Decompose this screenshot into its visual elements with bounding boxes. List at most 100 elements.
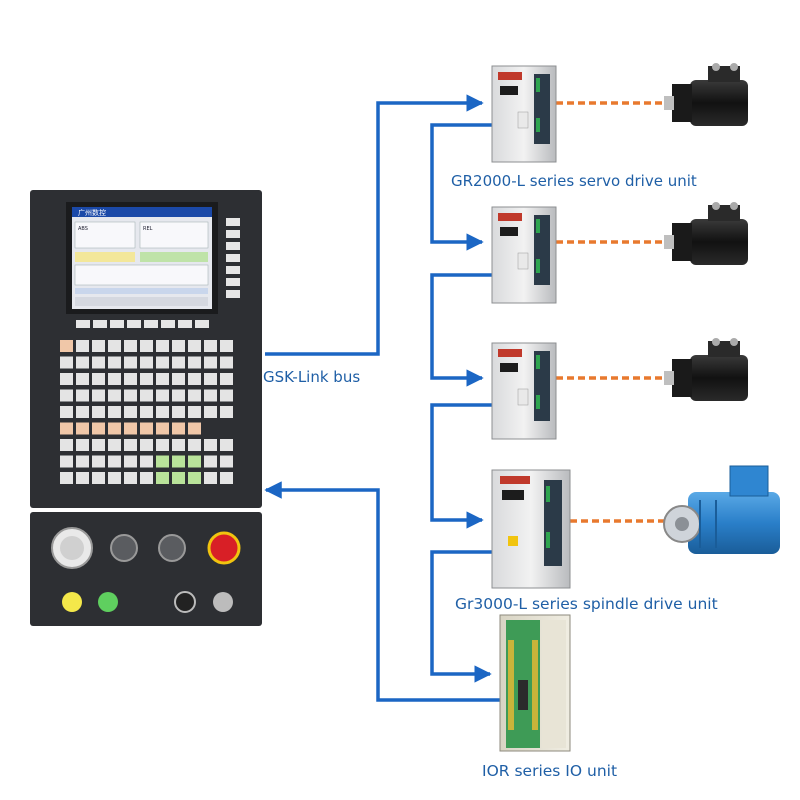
- keypad-key: [124, 373, 137, 385]
- spindle-override-knob: [158, 534, 186, 562]
- gsk-link-bus: [264, 94, 500, 702]
- keypad-key: [172, 356, 185, 369]
- keypad-key: [60, 356, 73, 369]
- keypad-key: [92, 455, 105, 468]
- keypad-key: [204, 356, 217, 369]
- keypad-key: [156, 406, 169, 418]
- keypad-key: [220, 439, 233, 451]
- power-button: [213, 592, 233, 612]
- spindle-drive-label: Gr3000-L series spindle drive unit: [455, 595, 718, 613]
- keypad-key: [188, 373, 201, 385]
- keypad-key: [60, 439, 73, 451]
- keypad-key: [76, 340, 89, 352]
- keypad-key: [108, 406, 121, 418]
- keypad-key: [220, 389, 233, 402]
- keypad-key: [156, 389, 169, 402]
- feed-override-knob: [110, 534, 138, 562]
- keypad-key: [108, 422, 121, 435]
- bus-line-out: [265, 94, 484, 356]
- keypad-key: [124, 406, 137, 418]
- keypad-key: [60, 455, 73, 468]
- keypad-key: [140, 422, 153, 435]
- keypad-key: [124, 439, 137, 451]
- keypad-key: [76, 455, 89, 468]
- keypad-key: [76, 472, 89, 484]
- bus-link-4-5: [430, 550, 492, 683]
- cnc-controller: 广州数控 ABS REL: [30, 190, 262, 626]
- keypad-key: [220, 340, 233, 352]
- keypad-key: [204, 406, 217, 418]
- keypad-key: [60, 472, 73, 484]
- keypad-key: [60, 389, 73, 402]
- keypad-key: [188, 340, 201, 352]
- io-unit-label: IOR series IO unit: [482, 762, 618, 780]
- keypad-key: [108, 356, 121, 369]
- keypad-key: [188, 356, 201, 369]
- keypad-key: [172, 340, 185, 352]
- keypad-key: [124, 455, 137, 468]
- keypad-key: [92, 406, 105, 418]
- keypad-key: [204, 455, 217, 468]
- servo-drive-label: GR2000-L series servo drive unit: [451, 172, 697, 190]
- keypad-key: [92, 389, 105, 402]
- keypad-key: [76, 439, 89, 451]
- keypad-key: [108, 373, 121, 385]
- keypad-key: [156, 455, 169, 468]
- keypad-key: [108, 389, 121, 402]
- bus-link-2-3: [430, 273, 492, 387]
- keypad-key: [92, 373, 105, 385]
- keypad-key: [172, 439, 185, 451]
- keypad-key: [76, 356, 89, 369]
- cycle-pause-button: [98, 592, 118, 612]
- keypad-key: [140, 472, 153, 484]
- spindle-motor: [663, 465, 780, 554]
- keypad-key: [92, 422, 105, 435]
- keypad-key: [124, 472, 137, 484]
- keypad-key: [140, 373, 153, 385]
- keypad-key: [76, 373, 89, 385]
- keypad-key: [60, 340, 73, 352]
- keypad-key: [188, 439, 201, 451]
- keypad-key: [92, 356, 105, 369]
- keypad-key: [108, 340, 121, 352]
- emergency-stop-button: [207, 531, 241, 565]
- keypad-key: [92, 472, 105, 484]
- cycle-start-button: [62, 592, 82, 612]
- keypad-key: [60, 422, 73, 435]
- cnc-screen-tab-abs: ABS: [78, 226, 88, 232]
- keypad-key: [76, 406, 89, 418]
- keypad-key: [108, 455, 121, 468]
- keypad-key: [124, 340, 137, 352]
- servo-drive-2: [491, 206, 557, 304]
- cnc-side-buttons: [226, 218, 240, 298]
- keypad-key: [172, 455, 185, 468]
- keypad-key: [172, 406, 185, 418]
- keypad-key: [172, 373, 185, 385]
- keypad-key: [156, 439, 169, 451]
- keypad-key: [92, 439, 105, 451]
- keypad-key: [188, 422, 201, 435]
- bus-link-3-4: [430, 403, 492, 529]
- keypad-key: [124, 422, 137, 435]
- bus-link-1-2: [430, 123, 492, 251]
- gsk-link-bus-label: GSK-Link bus: [263, 368, 361, 386]
- keypad-key: [140, 406, 153, 418]
- key-switch: [174, 591, 196, 613]
- keypad-key: [76, 389, 89, 402]
- keypad-key: [108, 439, 121, 451]
- cnc-screen-brand: 广州数控: [78, 208, 106, 217]
- keypad-key: [156, 340, 169, 352]
- keypad-key: [204, 340, 217, 352]
- servo-motor-1: [664, 63, 748, 126]
- keypad-key: [188, 406, 201, 418]
- keypad-key: [140, 439, 153, 451]
- keypad-key: [188, 389, 201, 402]
- keypad-key: [204, 373, 217, 385]
- keypad-key: [220, 472, 233, 484]
- keypad-key: [220, 455, 233, 468]
- motor-cables: [556, 101, 665, 523]
- keypad-key: [156, 472, 169, 484]
- keypad-key: [140, 389, 153, 402]
- keypad-key: [140, 356, 153, 369]
